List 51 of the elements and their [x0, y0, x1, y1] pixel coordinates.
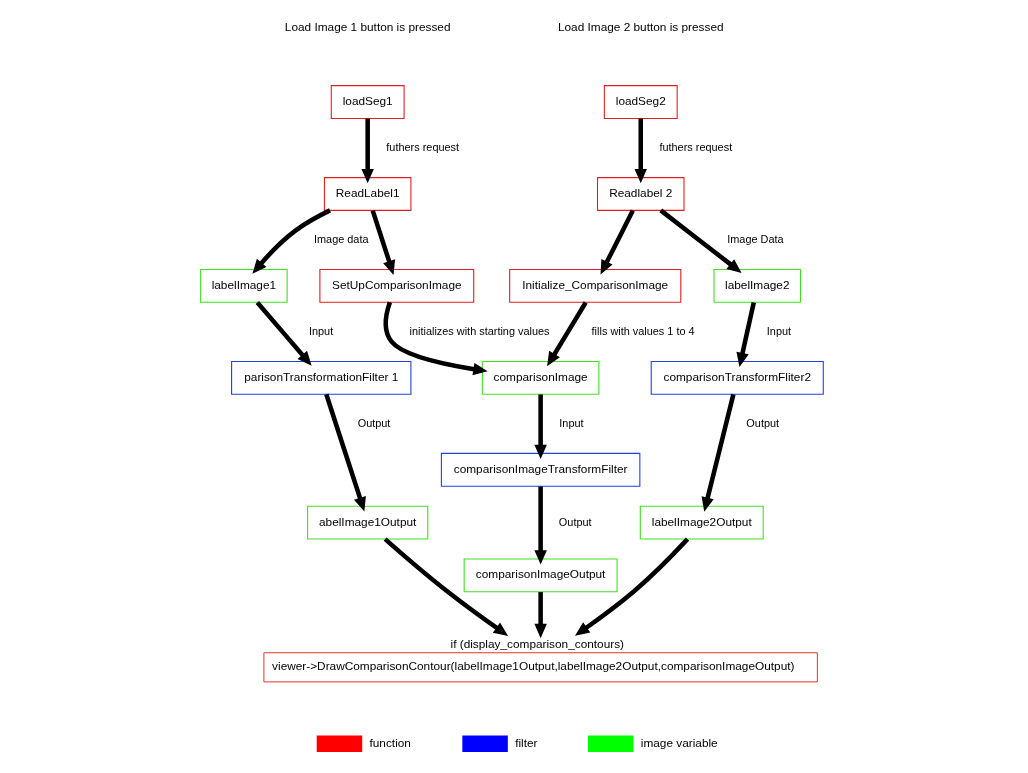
label: Load Image 2 button is pressed [557, 20, 724, 35]
arrow [600, 209, 635, 275]
legend-label: image variable [640, 735, 718, 750]
node-box: parisonTransformationFilter 1 [231, 360, 412, 395]
edge-label: Output [558, 515, 592, 528]
arrow [324, 393, 366, 512]
arrow [534, 486, 547, 565]
edge-label: Input [308, 325, 334, 338]
node-box: comparisonImage [481, 360, 600, 395]
edge-label: Output [746, 417, 780, 430]
arrow [736, 302, 756, 367]
arrow [383, 301, 488, 376]
node-box: labelImage2Output [639, 505, 764, 540]
node-box: loadSeg1 [330, 85, 405, 119]
edge-label: fills with values 1 to 4 [591, 325, 695, 338]
arrow [534, 394, 547, 460]
arrow [534, 592, 547, 639]
arrow [383, 537, 509, 636]
arrow [361, 118, 374, 184]
label: Load Image 1 button is pressed [284, 20, 451, 35]
node-box: Readlabel 2 [596, 177, 685, 211]
edge-label: Image Data [727, 233, 784, 246]
arrow [659, 208, 742, 273]
node-box: comparisonTransformFliter2 [650, 360, 824, 395]
node-box: ReadLabel1 [323, 177, 412, 211]
edge-label: Input [766, 325, 792, 338]
node-label: if (display_comparison_contours) [450, 636, 625, 651]
node-box: abelImage1Output [307, 505, 429, 540]
arrow [575, 537, 690, 636]
node-box: loadSeg2 [603, 85, 678, 119]
arrow [701, 393, 736, 512]
edge-label: Input [559, 417, 584, 430]
arrow [370, 209, 396, 275]
node-box: comparisonImageOutput [463, 558, 618, 593]
node-box: SetUpComparisonImage [319, 269, 475, 303]
legend-label: filter [515, 735, 538, 750]
edge-label: Image data [313, 233, 369, 246]
node-box: Initialize_ComparisonImage [509, 269, 682, 303]
arrow [634, 118, 648, 184]
arrow [252, 208, 331, 274]
edge-label: futhers request [386, 141, 460, 154]
node-box: viewer->DrawComparisonContour(labelImage1Output,labelImage2Output,comparisonImageOutput) [263, 652, 818, 683]
arrow [547, 301, 588, 367]
edge-label: futhers request [659, 141, 733, 154]
legend-label: function [369, 735, 411, 750]
edge-label: Output [357, 417, 391, 430]
node-box: comparisonImageTransformFilter [440, 452, 641, 487]
arrow [255, 301, 312, 366]
edge-label: initializes with starting values [409, 325, 550, 338]
node-box: labelImage1 [200, 269, 288, 303]
node-box: labelImage2 [713, 269, 802, 303]
